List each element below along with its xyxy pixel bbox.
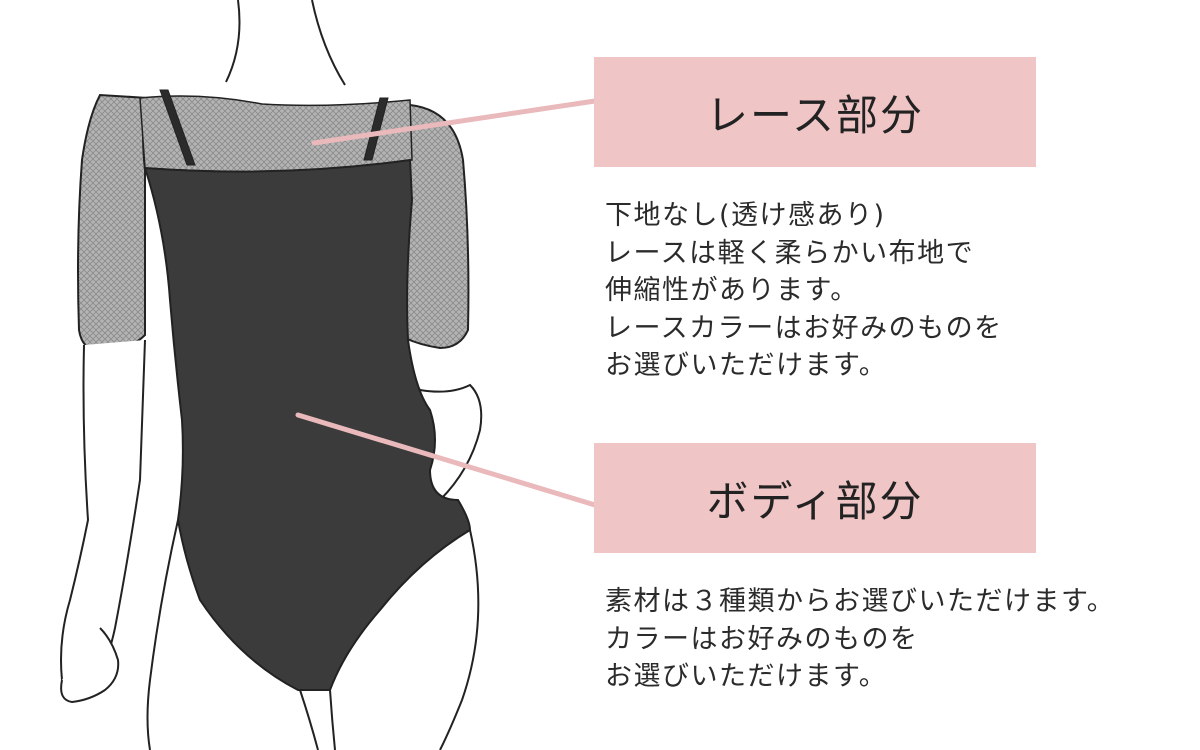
leotard-body: [143, 158, 472, 691]
lace-desc-line: 伸縮性があります。: [605, 275, 859, 306]
left-arm: [60, 339, 146, 697]
lace-leader-line: [311, 98, 598, 146]
body-description: 素材は３種類からお選びいただけます。 カラーはお好みのものを お選びいただけます…: [605, 583, 1115, 696]
lace-sleeve-right: [403, 103, 470, 350]
left-hand: [60, 627, 120, 704]
body-leader-line: [295, 412, 598, 508]
lace-desc-line: レースは軽く柔らかい布地で: [605, 237, 975, 269]
body-desc-line: 素材は３種類からお選びいただけます。: [605, 586, 1116, 617]
neck-outline: [225, 0, 346, 86]
lace-desc-line: レースカラーはお好みのものを: [605, 312, 1003, 344]
body-part-label: ボディ部分: [594, 443, 1036, 553]
strap-right: [363, 97, 389, 161]
strap-left: [159, 89, 196, 166]
legs: [146, 519, 480, 750]
body-desc-line: お選びいただけます。: [605, 661, 888, 692]
lace-desc-line: 下地なし(透け感あり): [605, 200, 886, 231]
lace-description: 下地なし(透け感あり) レースは軽く柔らかい布地で 伸縮性があります。 レースカ…: [605, 197, 1003, 385]
body-desc-line: カラーはお好みのものを: [605, 623, 919, 655]
lace-part-label: レース部分: [594, 57, 1036, 167]
lace-desc-line: お選びいただけます。: [605, 350, 888, 381]
lace-sleeve-left: [77, 93, 150, 354]
